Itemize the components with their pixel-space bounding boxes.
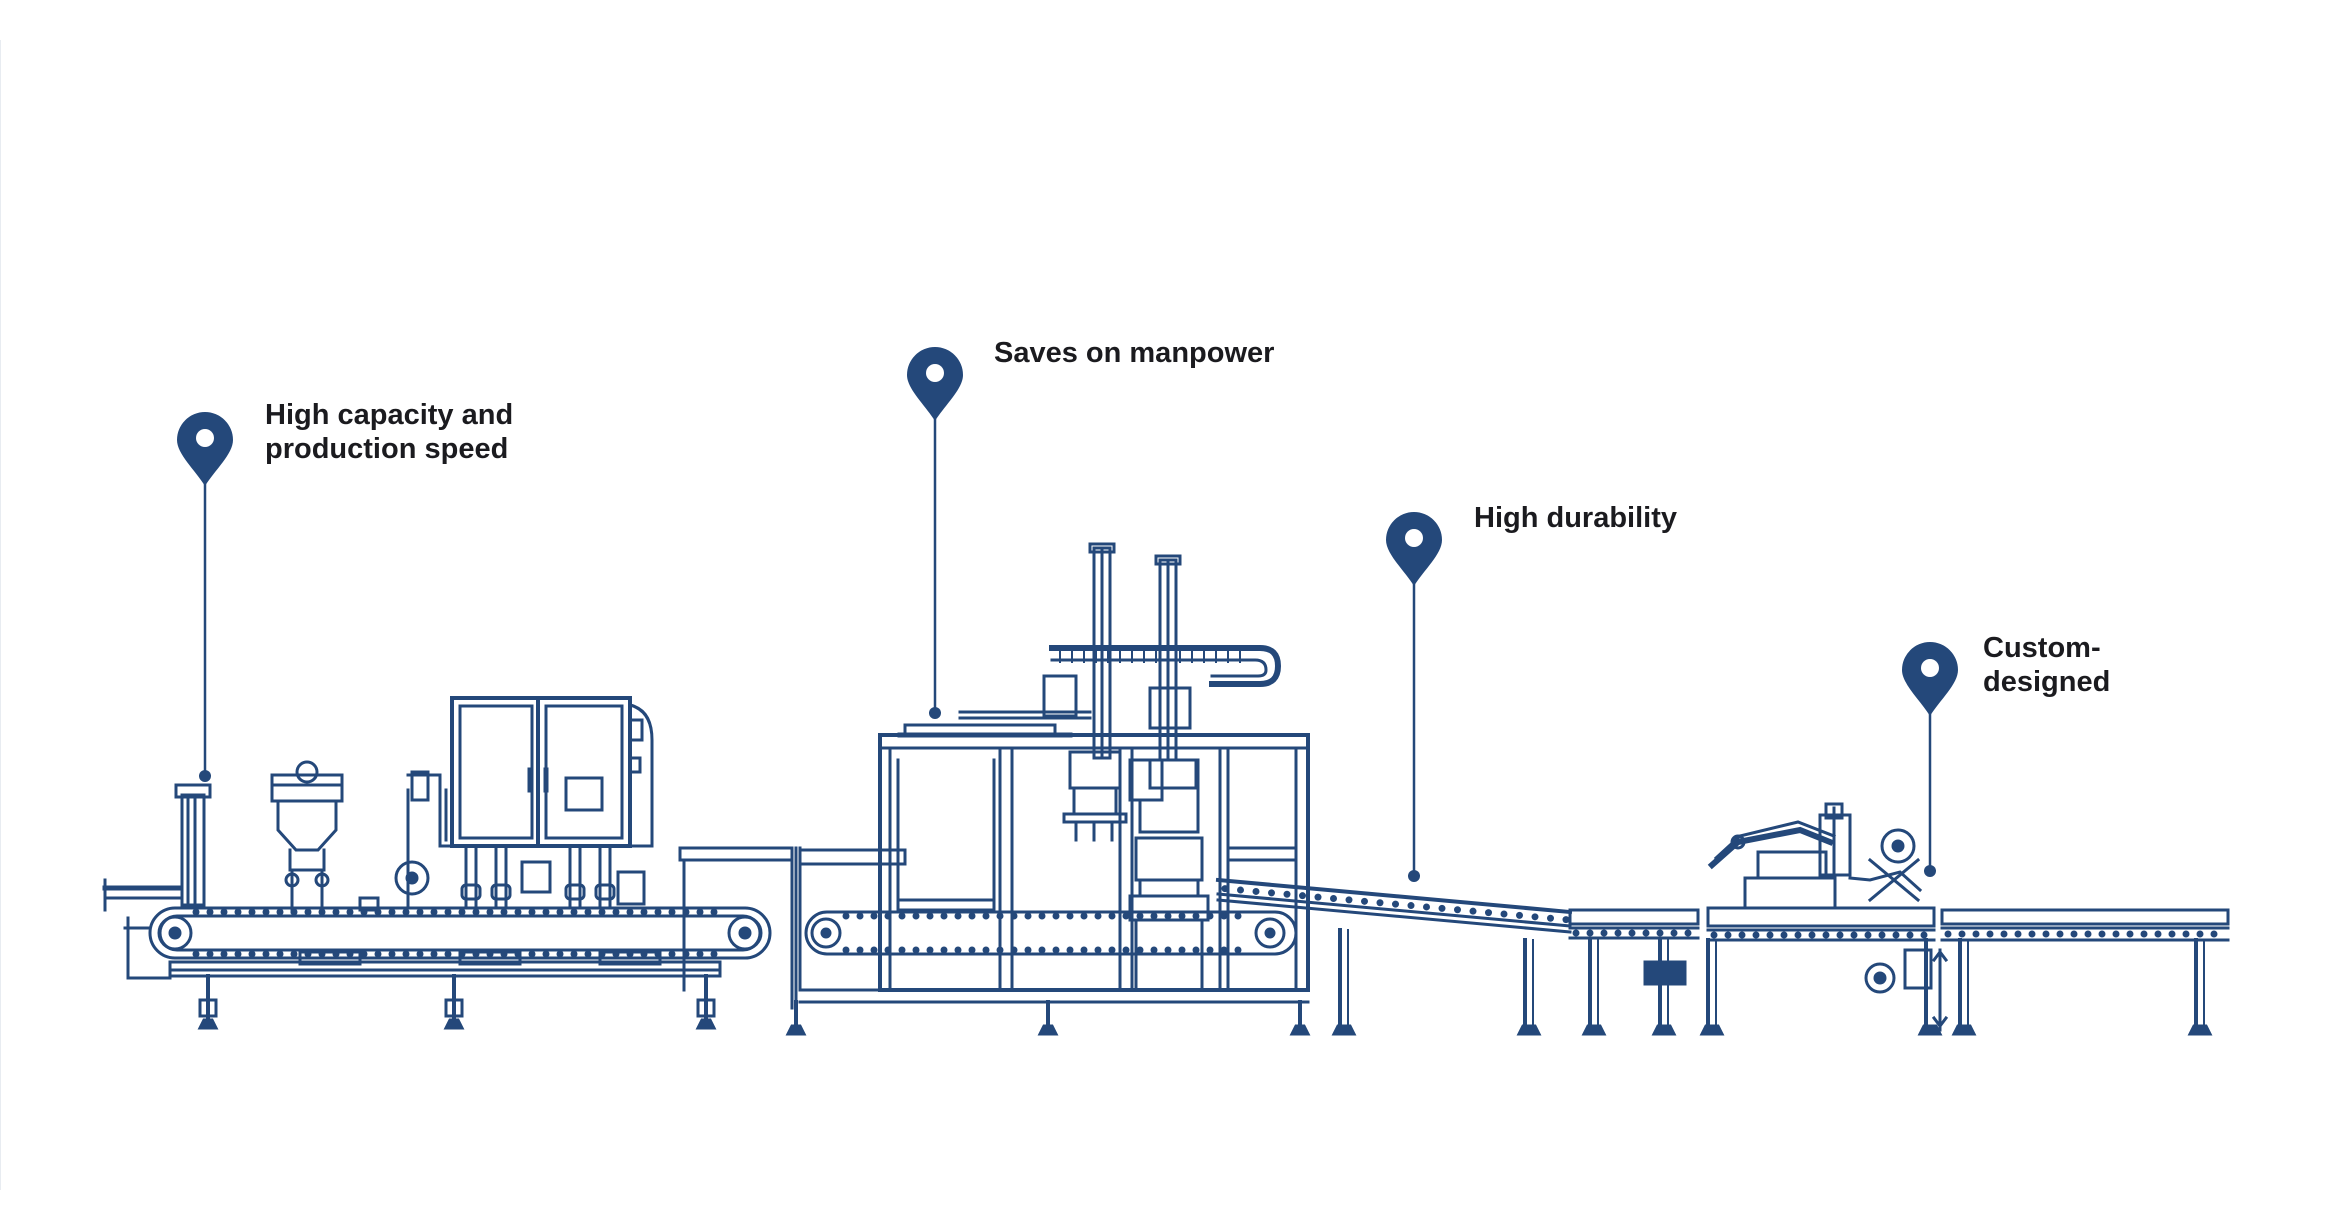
map-pin-hole (196, 429, 214, 447)
map-pin-hole (1921, 659, 1939, 677)
callout-label-manpower: Saves on manpower (994, 336, 1274, 370)
callout-label-custom-designed: Custom- designed (1983, 631, 2110, 699)
inclined-roller-conveyor (1215, 877, 1700, 1036)
callout-anchor-dot (929, 707, 941, 719)
map-pin-icon (1902, 642, 1958, 716)
callout-label-durability: High durability (1474, 501, 1677, 535)
left-edge-divider (0, 40, 1, 1190)
callout-markers (177, 347, 1958, 882)
capping-station (1699, 802, 1949, 1036)
filling-machine (102, 696, 772, 1030)
callout-anchor-dot (1924, 865, 1936, 877)
callout-anchor-dot (1408, 870, 1420, 882)
callout-anchor-dot (199, 770, 211, 782)
callout-label-line: Saves on manpower (994, 337, 1275, 369)
map-pin-icon (907, 347, 963, 421)
gantry-palletizer (678, 542, 1311, 1036)
callout-label-line: designed (1983, 666, 2111, 698)
callout-label-high-capacity: High capacity and production speed (265, 398, 513, 466)
map-pin-icon (177, 412, 233, 486)
map-pin-hole (926, 364, 944, 382)
callout-label-line: Custom- (1983, 632, 2101, 664)
callout-label-line: High durability (1474, 502, 1677, 534)
callout-label-line: High capacity and (265, 399, 514, 431)
map-pin-hole (1405, 529, 1423, 547)
map-pin-icon (1386, 512, 1442, 586)
callout-label-line: production speed (265, 433, 509, 465)
outfeed-roller-conveyor (1940, 908, 2230, 1036)
